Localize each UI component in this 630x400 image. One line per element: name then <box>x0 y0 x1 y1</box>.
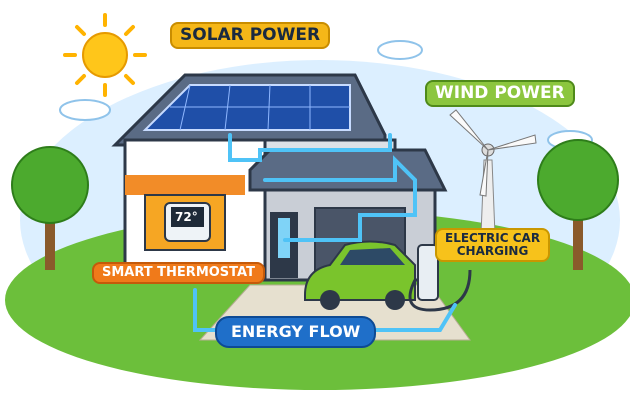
smart-thermostat-label: SMART THERMOSTAT <box>92 262 265 285</box>
electric-car <box>304 240 416 310</box>
sun-icon <box>63 13 147 97</box>
thermostat-panel <box>144 194 226 251</box>
solar-panels <box>142 84 351 131</box>
wind-power-label: WIND POWER <box>425 80 575 107</box>
car-label-line2: CHARGING <box>456 244 529 259</box>
thermostat-reading: 72° <box>175 210 198 224</box>
tree-right <box>537 139 619 270</box>
charging-station <box>408 244 472 312</box>
electric-car-charging-label: ELECTRIC CAR CHARGING <box>435 228 551 263</box>
car-label-line1: ELECTRIC CAR <box>445 231 541 245</box>
solar-power-label: SOLAR POWER <box>170 22 331 49</box>
energy-flow-label: ENERGY FLOW <box>215 316 377 348</box>
tree-left <box>11 146 89 270</box>
